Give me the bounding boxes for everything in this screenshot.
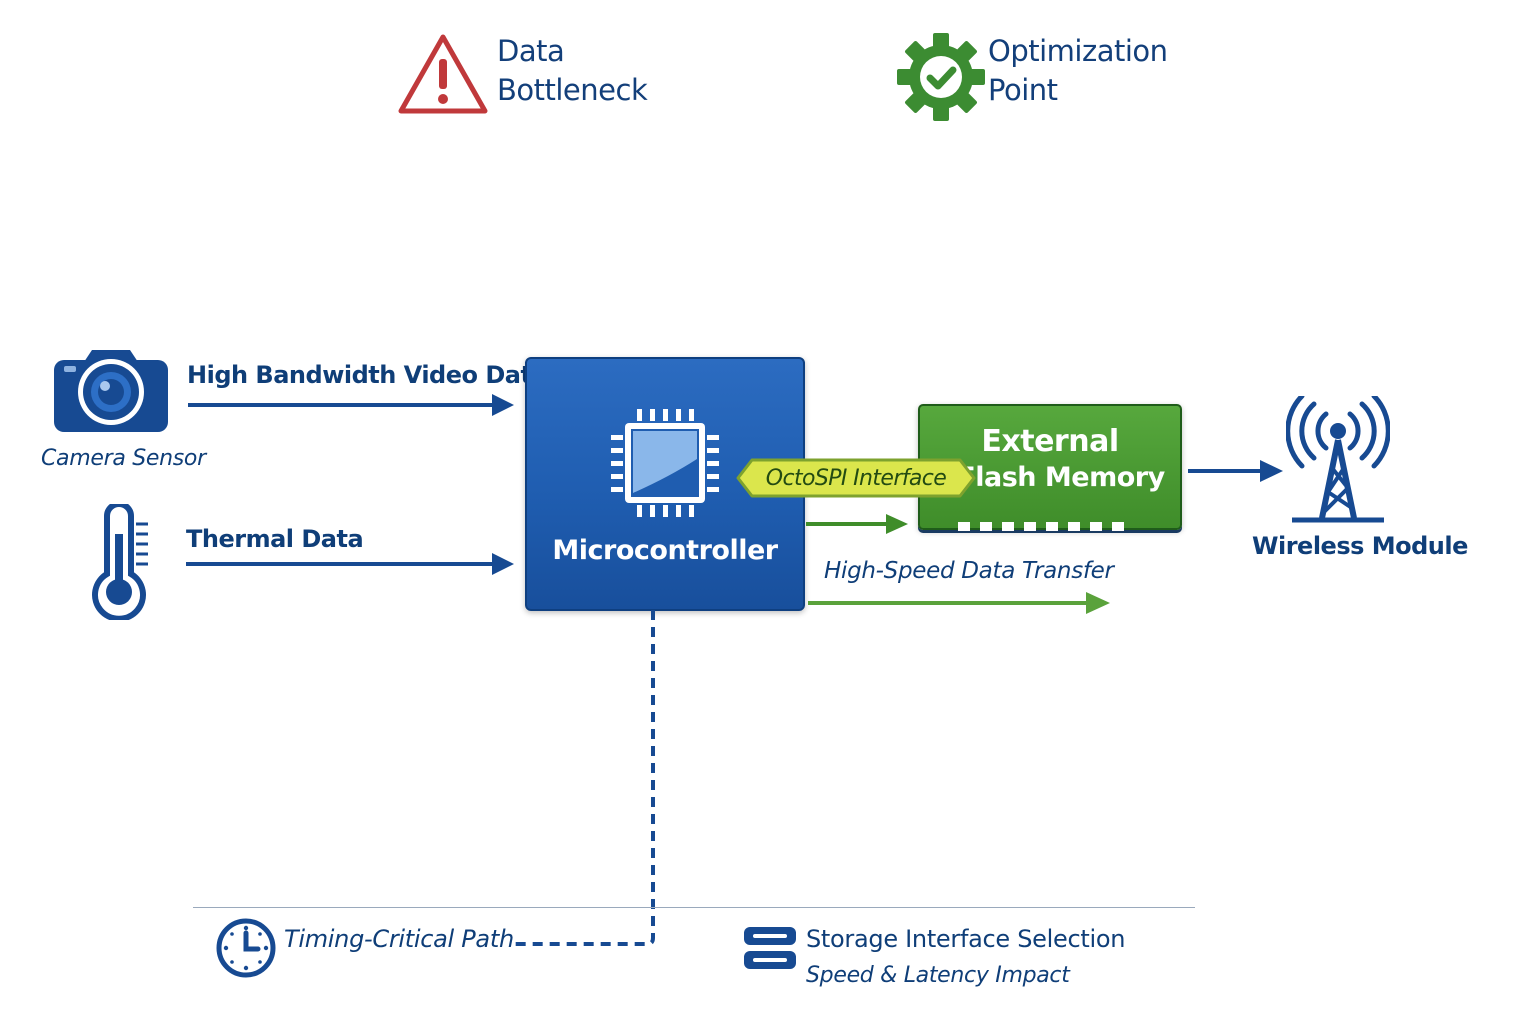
video-data-arrow [188, 394, 514, 416]
wireless-module-caption: Wireless Module [1252, 532, 1468, 560]
legend-optimization-line2: Point [988, 73, 1058, 107]
thermal-data-label: Thermal Data [186, 525, 364, 553]
warning-triangle-icon [398, 34, 488, 114]
camera-icon [54, 350, 168, 432]
antenna-tower-icon [1286, 396, 1390, 523]
clock-icon [216, 918, 276, 978]
storage-interface-title: Storage Interface Selection [806, 925, 1126, 953]
microcontroller-label: Microcontroller [552, 535, 778, 566]
flash-title-line1: External [981, 424, 1119, 459]
storage-icon [744, 927, 796, 969]
legend-bottleneck: Data Bottleneck [396, 32, 656, 122]
flash-title-line2: Flash Memory [957, 462, 1165, 493]
thermometer-icon [92, 504, 148, 620]
timing-critical-path-label: Timing-Critical Path [284, 925, 514, 953]
octospi-badge-shape [736, 458, 976, 498]
video-data-label: High Bandwidth Video Data [187, 361, 548, 389]
gear-check-icon [897, 33, 985, 121]
legend-optimization-line1: Optimization [988, 34, 1168, 68]
timing-critical-path-line [513, 610, 655, 946]
legend-bottleneck-line2: Bottleneck [497, 73, 648, 107]
footer-divider [193, 907, 1195, 908]
storage-interface-subtitle: Speed & Latency Impact [806, 963, 1070, 988]
external-flash-block: External Flash Memory [918, 404, 1182, 531]
legend-optimization: Optimization Point [896, 32, 1176, 124]
chip-icon [611, 409, 719, 517]
flash-pins [958, 522, 1124, 531]
octospi-interface-badge: OctoSPI Interface [736, 457, 976, 499]
high-speed-transfer-label: High-Speed Data Transfer [824, 558, 1114, 584]
camera-sensor-caption: Camera Sensor [41, 446, 206, 471]
thermal-data-arrow [186, 553, 514, 575]
legend-bottleneck-line1: Data [497, 34, 565, 68]
mcu-to-flash-arrow [806, 514, 908, 534]
high-speed-transfer-arrow [808, 592, 1110, 614]
flash-to-wireless-arrow [1188, 460, 1283, 482]
octospi-label: OctoSPI Interface [765, 465, 947, 491]
